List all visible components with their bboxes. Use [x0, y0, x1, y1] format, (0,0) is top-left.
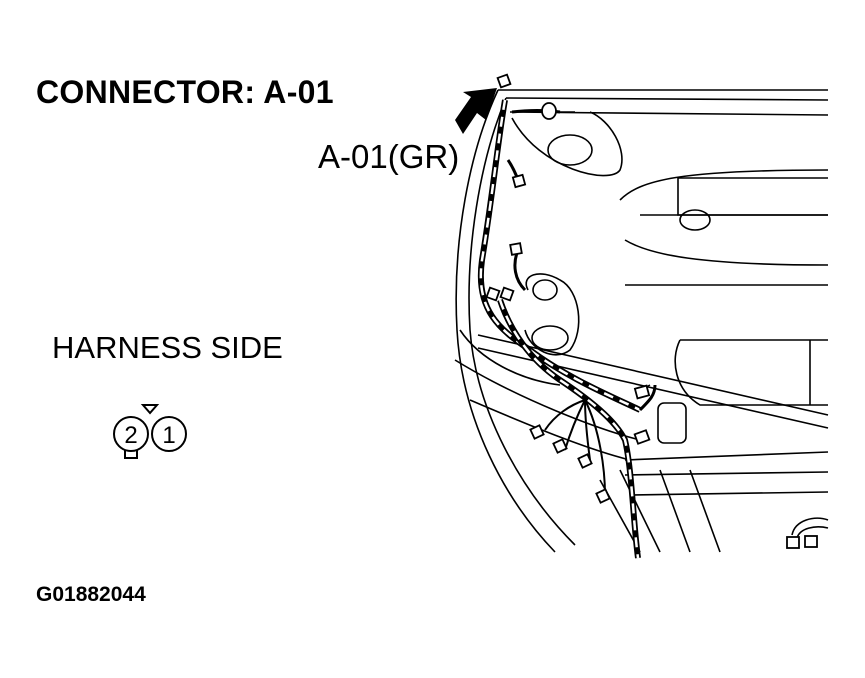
connector-lock-tab [140, 404, 160, 415]
connector-pin-1-outline [151, 416, 187, 452]
relay-box [657, 402, 687, 444]
connector-callout-label: A-01(GR) [318, 138, 460, 175]
connector-pin-2-outline [113, 416, 149, 452]
connector-pin-2-label: 2 [124, 422, 137, 449]
grommet [541, 102, 557, 120]
connector-pin-1-label: 1 [162, 422, 175, 449]
connector-a01 [496, 73, 512, 89]
connector-title: CONNECTOR: A-01 [36, 74, 334, 110]
pointer-arrow [455, 88, 497, 134]
engine-bay-illustration [454, 89, 829, 553]
connector-right-b [804, 535, 818, 548]
connector-right-a [786, 536, 800, 549]
engine-cap [679, 209, 711, 231]
strut-mount [547, 134, 593, 166]
harness-connectors [485, 73, 818, 549]
connector-face: 2 1 [113, 404, 187, 459]
harness-side-label: HARNESS SIDE [52, 330, 283, 365]
figure-id: G01882044 [36, 583, 146, 606]
